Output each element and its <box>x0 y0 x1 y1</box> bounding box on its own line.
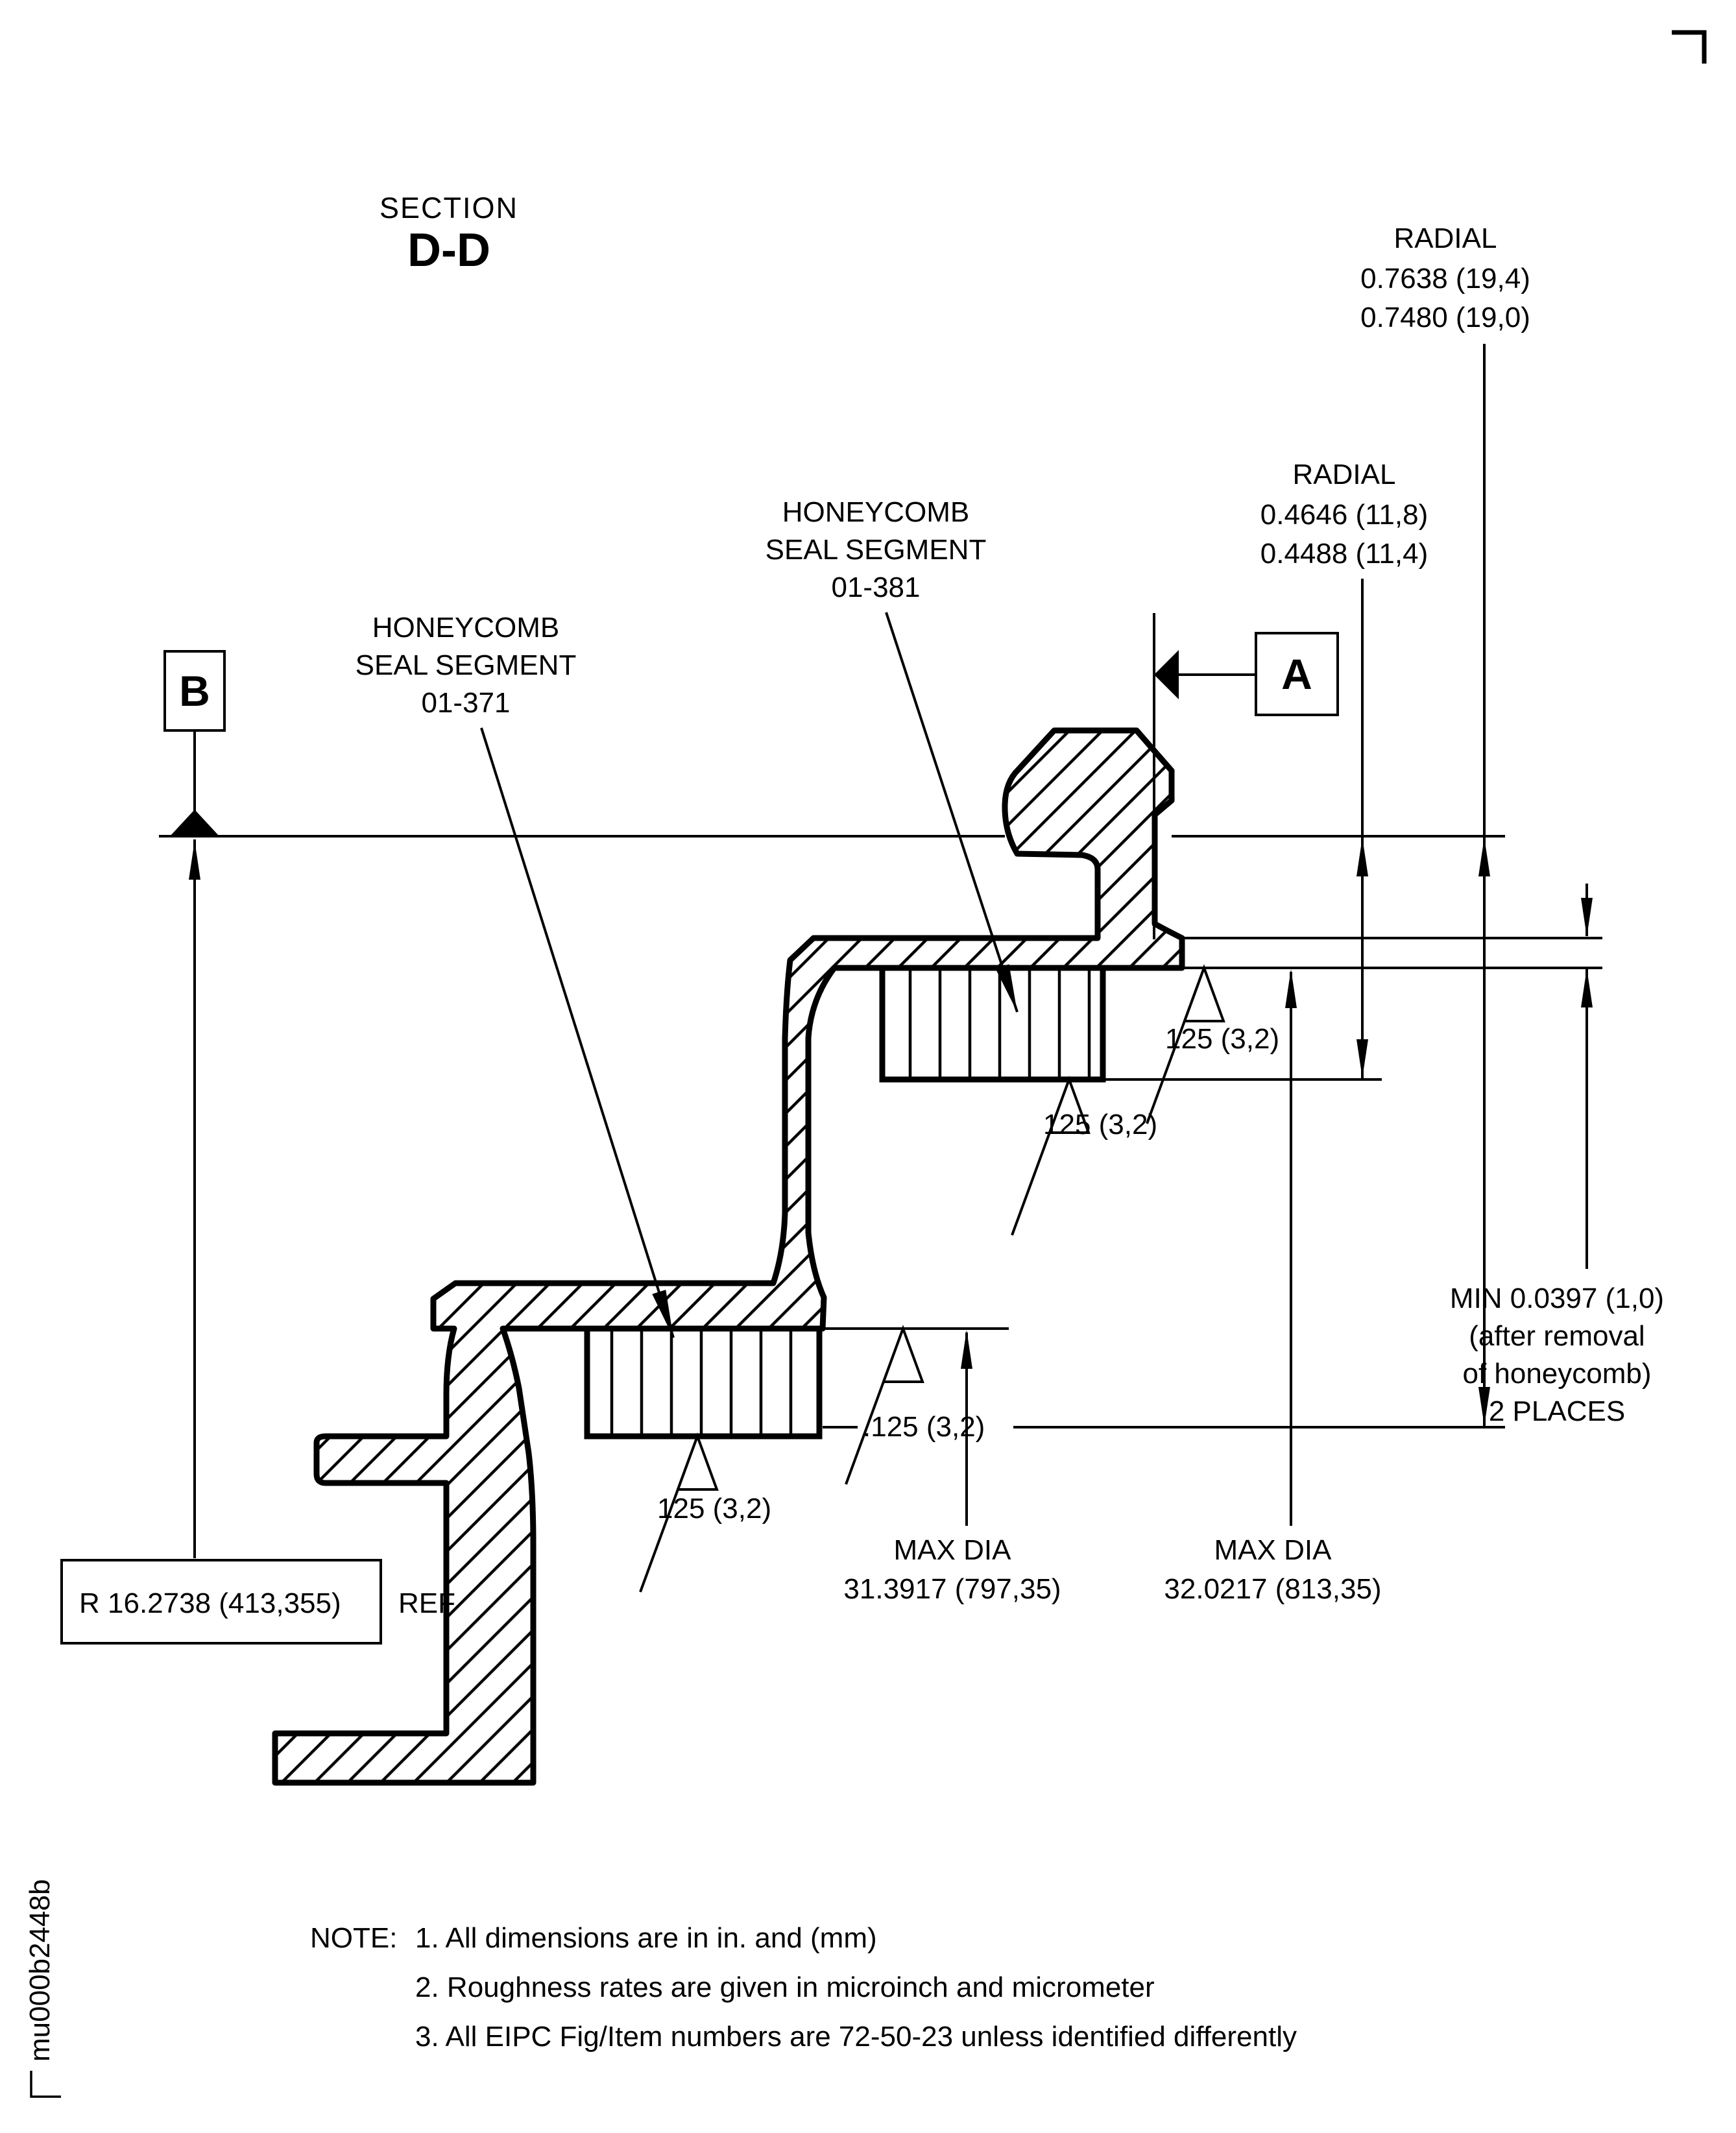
datum-a-letter: A <box>1281 650 1312 698</box>
radial-outer-dimension: RADIAL 0.7638 (19,4) 0.7480 (19,0) <box>1360 223 1530 1427</box>
svg-text:0.7480 (19,0): 0.7480 (19,0) <box>1360 302 1530 333</box>
datum-a-triangle <box>1154 650 1179 699</box>
section-title: SECTION <box>380 191 518 224</box>
svg-text:01-381: 01-381 <box>831 572 920 603</box>
max-dia-outer-dimension: MAX DIA 32.0217 (813,35) <box>1164 969 1382 1605</box>
label-seal-371: HONEYCOMB SEAL SEGMENT 01-371 <box>356 612 675 1338</box>
svg-text:SEAL SEGMENT: SEAL SEGMENT <box>766 534 987 566</box>
roughness-callout-4: 125 (3,2) <box>639 1432 771 1593</box>
honeycomb-segment-01-381 <box>879 965 1106 1083</box>
datum-a-flag: A <box>1153 613 1339 939</box>
corner-mark-bottom-left <box>30 2071 61 2098</box>
svg-text:MAX DIA: MAX DIA <box>1214 1534 1332 1566</box>
svg-text:RADIAL: RADIAL <box>1394 223 1497 254</box>
honeycomb-segment-01-371 <box>584 1325 823 1440</box>
radial-inner-dimension: RADIAL 0.4646 (11,8) 0.4488 (11,4) <box>1260 459 1428 1079</box>
svg-text:32.0217 (813,35): 32.0217 (813,35) <box>1164 1573 1381 1605</box>
roughness-callout-3: .125 (3,2) <box>845 1325 985 1485</box>
svg-text:of honeycomb): of honeycomb) <box>1462 1358 1651 1390</box>
notes-block: NOTE: 1. All dimensions are in in. and (… <box>310 1922 1297 2053</box>
svg-text:MIN 0.0397 (1,0): MIN 0.0397 (1,0) <box>1450 1283 1664 1314</box>
leader-seal-381 <box>885 612 1019 1013</box>
seal-support-cross-section <box>272 727 1185 1786</box>
svg-text:125 (3,2): 125 (3,2) <box>657 1493 771 1524</box>
svg-text:(after removal: (after removal <box>1469 1320 1645 1352</box>
notes-heading: NOTE: <box>310 1922 397 1954</box>
max-dia-inner-dimension: MAX DIA 31.3917 (797,35) <box>843 1330 1061 1605</box>
svg-text:0.4488 (11,4): 0.4488 (11,4) <box>1260 538 1428 570</box>
roughness-callout-2: 125 (3,2) <box>1011 1076 1157 1236</box>
svg-text:125 (3,2): 125 (3,2) <box>1165 1023 1279 1055</box>
svg-text:HONEYCOMB: HONEYCOMB <box>372 612 559 644</box>
datum-b-flag: B <box>163 650 226 836</box>
min-gap-dimension: MIN 0.0397 (1,0) (after removal of honey… <box>1450 884 1664 1427</box>
svg-text:125 (3,2): 125 (3,2) <box>1043 1109 1157 1140</box>
svg-text:SEAL SEGMENT: SEAL SEGMENT <box>356 649 577 681</box>
datum-b-letter: B <box>179 667 210 715</box>
radius-ref-dimension: R 16.2738 (413,355) REF <box>60 839 455 1645</box>
svg-text:2 PLACES: 2 PLACES <box>1489 1395 1625 1427</box>
radius-ref-value: R 16.2738 (413,355) <box>79 1587 341 1619</box>
svg-text:.125 (3,2): .125 (3,2) <box>863 1411 985 1443</box>
svg-text:RADIAL: RADIAL <box>1293 459 1396 490</box>
note-item-3: 3. All EIPC Fig/Item numbers are 72-50-2… <box>415 2021 1297 2053</box>
note-item-2: 2. Roughness rates are given in microinc… <box>415 1971 1155 2003</box>
roughness-callout-1: 125 (3,2) <box>1146 964 1279 1124</box>
svg-text:31.3917 (797,35): 31.3917 (797,35) <box>843 1573 1061 1605</box>
note-item-1: 1. All dimensions are in in. and (mm) <box>415 1922 877 1954</box>
svg-text:01-371: 01-371 <box>421 687 510 719</box>
extension-lines <box>821 937 1602 1428</box>
radius-ref-suffix: REF <box>398 1587 455 1619</box>
svg-text:0.7638 (19,4): 0.7638 (19,4) <box>1360 263 1530 295</box>
label-seal-381: HONEYCOMB SEAL SEGMENT 01-381 <box>766 496 1019 1013</box>
svg-text:HONEYCOMB: HONEYCOMB <box>782 496 969 528</box>
leader-seal-371 <box>480 727 675 1338</box>
corner-mark-top-right <box>1672 30 1707 64</box>
svg-text:0.4646 (11,8): 0.4646 (11,8) <box>1260 499 1428 531</box>
datum-b-triangle <box>170 810 219 836</box>
svg-text:MAX DIA: MAX DIA <box>894 1534 1012 1566</box>
doc-code: mu000b2448b <box>24 1879 56 2062</box>
section-view-label: D-D <box>407 224 490 276</box>
